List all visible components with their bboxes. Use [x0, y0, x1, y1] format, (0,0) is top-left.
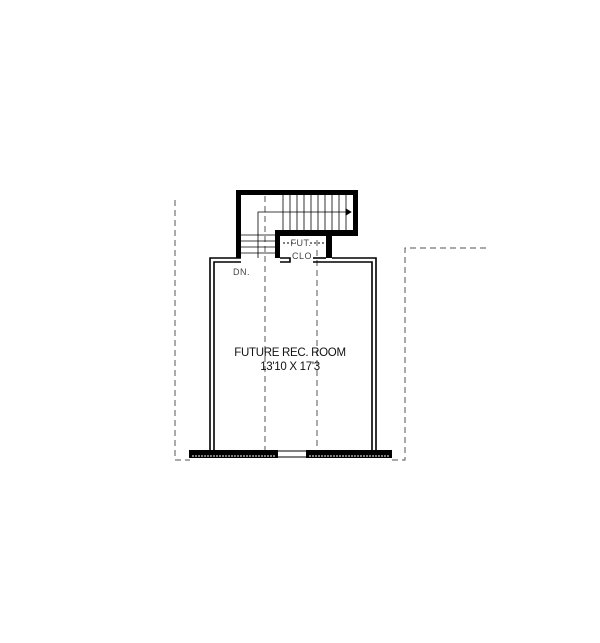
stair-down-label: DN.	[233, 267, 250, 277]
room-dimensions: 13'10 X 17'3	[260, 361, 320, 373]
closet-label-line2: CLO	[292, 251, 312, 261]
closet-label-line1: FUT.	[291, 238, 312, 248]
room-walls	[209, 257, 377, 452]
outline-dashed	[174, 196, 487, 461]
stair-walls	[236, 190, 358, 258]
exterior-wall	[189, 450, 392, 458]
stair-treads	[241, 195, 352, 258]
room-name: FUTURE REC. ROOM	[234, 347, 345, 359]
